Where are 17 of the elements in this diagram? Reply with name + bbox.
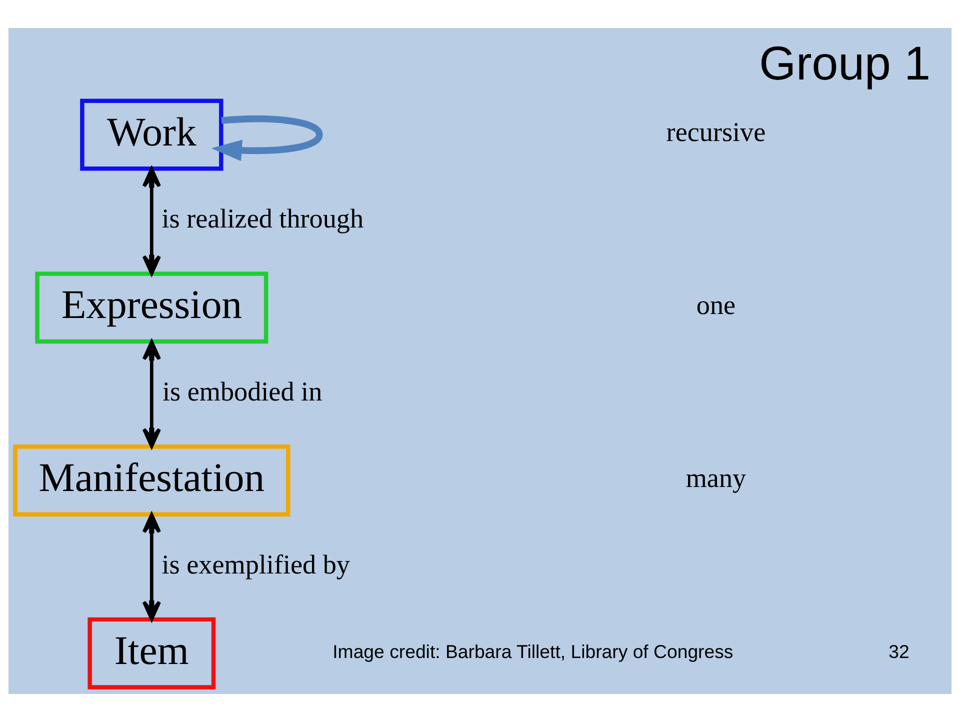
edge-label: is embodied in bbox=[162, 376, 322, 406]
arrow bbox=[142, 166, 161, 275]
edge-label: is realized through bbox=[162, 203, 364, 234]
diagram-title: Group 1 bbox=[759, 37, 930, 90]
node-box: Work bbox=[80, 98, 224, 170]
legend-label: many bbox=[686, 462, 746, 492]
arrow bbox=[142, 340, 161, 448]
arrow bbox=[211, 115, 323, 161]
arrow bbox=[142, 512, 161, 620]
node-box: Item bbox=[88, 616, 216, 689]
legend-label: one bbox=[696, 290, 736, 320]
label: Image credit: Barbara Tillett, Library of Congress bbox=[332, 640, 734, 662]
label: 32 bbox=[888, 640, 910, 662]
node-box: Manifestation bbox=[13, 444, 290, 516]
edge-label: is exemplified by bbox=[162, 548, 350, 579]
node-box: Expression bbox=[35, 271, 268, 344]
legend-label: recursive bbox=[666, 116, 766, 147]
